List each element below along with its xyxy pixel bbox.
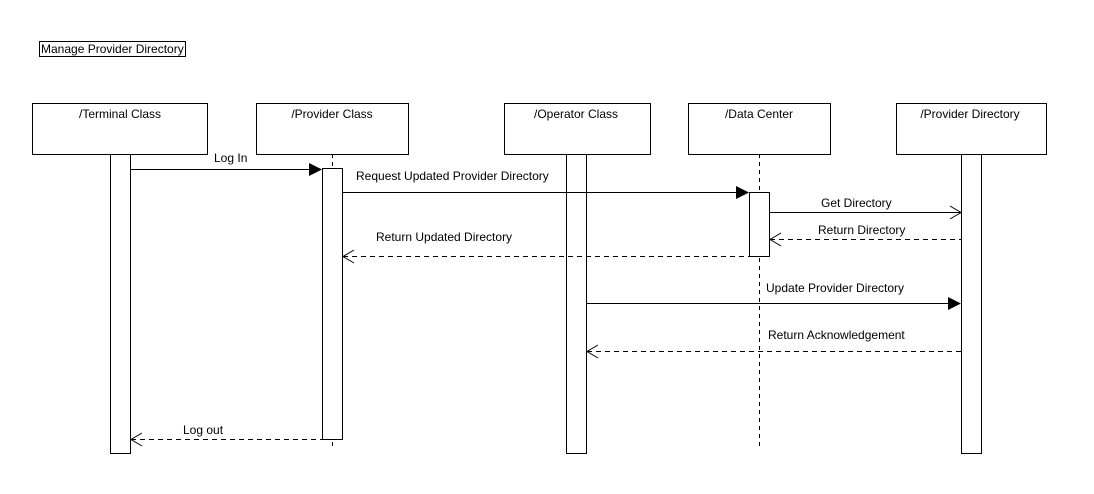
open-arrowhead-icon — [769, 232, 782, 247]
lifeline-data-center[interactable]: /Data Center — [688, 103, 831, 155]
lifeline-provider-directory[interactable]: /Provider Directory — [896, 103, 1047, 155]
lifeline-label: /Operator Class — [534, 107, 618, 121]
lifeline-provider-class[interactable]: /Provider Class — [256, 103, 409, 155]
lifeline-operator-class[interactable]: /Operator Class — [504, 103, 651, 155]
lifeline-terminal-class[interactable]: /Terminal Class — [32, 103, 208, 155]
message-get-directory[interactable]: Get Directory — [770, 196, 962, 220]
open-arrowhead-icon — [130, 432, 143, 447]
message-update-provider-directory[interactable]: Update Provider Directory — [587, 281, 961, 310]
open-arrowhead-icon — [586, 344, 599, 359]
message-log-out[interactable]: Log out — [130, 423, 322, 447]
filled-arrowhead-icon — [948, 297, 961, 310]
filled-arrowhead-icon — [736, 186, 749, 199]
activation-bar-provider-class[interactable] — [322, 168, 343, 440]
lifeline-label: /Provider Class — [291, 107, 372, 121]
open-arrowhead-icon — [949, 205, 962, 220]
diagram-title-box: Manage Provider Directory — [39, 41, 186, 57]
activation-bar-data-center[interactable] — [749, 192, 770, 257]
message-label: Request Updated Provider Directory — [356, 169, 549, 183]
message-return-directory[interactable]: Return Directory — [769, 223, 961, 247]
message-log-in[interactable]: Log In — [131, 151, 322, 176]
message-label: Return Updated Directory — [376, 230, 512, 244]
lifeline-label: /Data Center — [725, 107, 793, 121]
activation-bar-operator[interactable] — [566, 154, 587, 454]
message-return-acknowledgement[interactable]: Return Acknowledgement — [586, 328, 961, 359]
message-label: Update Provider Directory — [766, 281, 904, 295]
message-request-updated-provider-directory[interactable]: Request Updated Provider Directory — [343, 169, 749, 199]
message-label: Return Acknowledgement — [768, 328, 905, 342]
message-label: Log out — [183, 423, 224, 437]
diagram-title: Manage Provider Directory — [41, 42, 184, 56]
lifeline-label: /Terminal Class — [79, 107, 161, 121]
message-return-updated-directory[interactable]: Return Updated Directory — [342, 230, 749, 264]
activation-bar-provider-directory[interactable] — [961, 154, 982, 454]
message-label: Log In — [214, 151, 247, 165]
lifeline-label: /Provider Directory — [920, 107, 1019, 121]
activation-bar-terminal[interactable] — [110, 154, 131, 454]
open-arrowhead-icon — [342, 249, 355, 264]
message-label: Get Directory — [821, 196, 892, 210]
filled-arrowhead-icon — [309, 163, 322, 176]
message-label: Return Directory — [818, 223, 905, 237]
